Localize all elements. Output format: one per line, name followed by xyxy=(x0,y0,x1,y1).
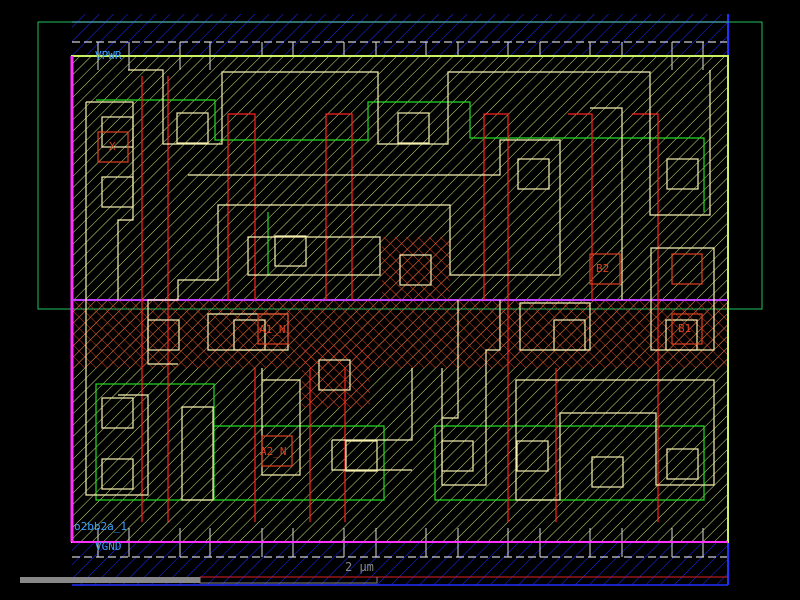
horizontal-scrollbar[interactable] xyxy=(20,577,200,583)
pin-label-vgnd[interactable]: VGND xyxy=(95,540,122,553)
pin-label-vpwr[interactable]: VPWR xyxy=(95,49,122,62)
scale-bar: 2 µm xyxy=(199,560,728,584)
poly-band[interactable] xyxy=(72,300,728,368)
pin-boxes xyxy=(97,131,703,467)
vgnd-rail[interactable] xyxy=(72,542,728,586)
pin-label-x[interactable]: X xyxy=(109,140,116,153)
pin-label-a1-n[interactable]: A1_N xyxy=(259,323,286,336)
pin-label-a2-n[interactable]: A2_N xyxy=(260,445,287,458)
li-shapes[interactable] xyxy=(85,69,715,501)
pin-label-b2[interactable]: B2 xyxy=(596,262,609,275)
vpwr-rail[interactable] xyxy=(72,14,728,56)
poly-contact-top[interactable] xyxy=(382,237,450,300)
scale-bar-label: 2 µm xyxy=(345,560,374,574)
cell-name-label: o2bb2a_1 xyxy=(74,520,127,533)
diffusion xyxy=(95,99,705,501)
pin-label-b1[interactable]: B1 xyxy=(678,322,691,335)
contacts xyxy=(101,112,699,490)
poly-gates[interactable] xyxy=(141,76,659,522)
poly-contact-bottom[interactable] xyxy=(302,346,370,408)
